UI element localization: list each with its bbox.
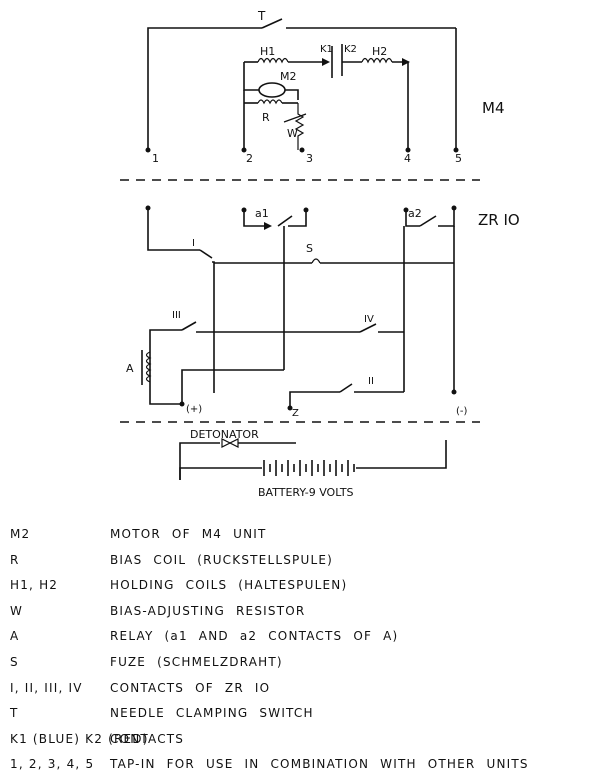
legend-row-m2: M2 MOTOR OF M4 UNIT	[10, 524, 585, 550]
legend-key: I, II, III, IV	[10, 680, 83, 695]
label-i: I	[192, 238, 195, 249]
coil-h1	[257, 57, 289, 64]
legend-row-s: S FUZE (SCHMELZDRAHT)	[10, 652, 585, 678]
relay-a	[145, 351, 152, 383]
wire-t-left	[147, 27, 262, 150]
contact-a1	[277, 215, 293, 227]
label-battery: BATTERY-9 VOLTS	[258, 486, 354, 499]
label-a: A	[126, 362, 134, 375]
terminal-label-2: 2	[246, 152, 253, 165]
legend-value: FUZE (SCHMELZDRAHT)	[110, 654, 283, 669]
legend-key: S	[10, 654, 19, 669]
detonator-battery: DETONATOR BATTERY-9 VOLTS	[179, 428, 447, 499]
terminal-label-5: 5	[455, 152, 462, 165]
motor-m2	[258, 82, 286, 98]
legend-row-contacts: I, II, III, IV CONTACTS OF ZR IO	[10, 678, 585, 704]
terminal-4	[405, 147, 411, 153]
label-k1: K1	[320, 44, 333, 55]
legend-row-a: A RELAY (a1 AND a2 CONTACTS OF A)	[10, 626, 585, 652]
label-a2: a2	[408, 207, 422, 220]
legend-value: HOLDING COILS (HALTESPULEN)	[110, 578, 348, 593]
legend-row-w: W BIAS-ADJUSTING RESISTOR	[10, 601, 585, 627]
legend-row-k1-k2: K1 (BLUE) K2 (RED) CONTACTS	[10, 729, 585, 755]
legend-key: K1 (BLUE) K2 (RED)	[10, 731, 149, 746]
legend-value: NEEDLE CLAMPING SWITCH	[110, 706, 314, 721]
legend-row-t: T NEEDLE CLAMPING SWITCH	[10, 703, 585, 729]
legend-key: T	[10, 706, 19, 721]
resistor-w	[294, 103, 305, 150]
terminal-label-4: 4	[404, 152, 411, 165]
terminal-5	[453, 147, 459, 153]
legend-key: 1, 2, 3, 4, 5	[10, 757, 95, 772]
legend-value: TAP-IN FOR USE IN COMBINATION WITH OTHER…	[110, 757, 529, 772]
label-detonator: DETONATOR	[190, 428, 259, 441]
legend-key: M2	[10, 527, 31, 541]
detonator-symbol	[221, 438, 232, 448]
contact-i	[199, 249, 213, 259]
legend-value: BIAS COIL (RUCKSTELLSPULE)	[110, 552, 334, 567]
label-s: S	[306, 242, 313, 255]
label-plus: (+)	[186, 404, 202, 415]
label-t: T	[257, 9, 266, 23]
wire-terminal-4	[392, 61, 409, 150]
label-w: W	[287, 127, 298, 140]
coil-r	[257, 99, 283, 105]
legend-row-taps: 1, 2, 3, 4, 5 TAP-IN FOR USE IN COMBINAT…	[10, 754, 585, 780]
terminal-2	[241, 147, 247, 153]
label-a1: a1	[255, 207, 269, 220]
contact-iv	[359, 323, 377, 333]
contact-iii	[181, 321, 197, 331]
legend-key: H1, H2	[10, 578, 59, 593]
m4-unit: T H1 K1 K2 H2 M2 R W	[145, 9, 505, 165]
label-ii: II	[368, 376, 374, 387]
label-m2: M2	[280, 70, 297, 83]
switch-t	[261, 18, 283, 29]
label-h1: H1	[260, 45, 275, 58]
terminal-label-3: 3	[306, 152, 313, 165]
legend-value: CONTACTS	[110, 731, 185, 746]
legend-value: BIAS-ADJUSTING RESISTOR	[110, 603, 306, 618]
label-k2: K2	[344, 44, 357, 55]
battery-symbol	[263, 460, 355, 476]
fuze-s	[311, 258, 321, 264]
label-z: Z	[292, 408, 299, 419]
legend-key: A	[10, 629, 20, 644]
legend-row-r: R BIAS COIL (RUCKSTELLSPULE)	[10, 550, 585, 576]
wiring-diagram: T H1 K1 K2 H2 M2 R W	[120, 9, 520, 499]
label-minus: (-)	[456, 406, 468, 417]
terminal-label-1: 1	[152, 152, 159, 165]
terminal-3	[299, 147, 305, 153]
legend: M2 MOTOR OF M4 UNIT R BIAS COIL (RUCKSTE…	[10, 524, 585, 780]
legend-row-h1-h2: H1, H2 HOLDING COILS (HALTESPULEN)	[10, 575, 585, 601]
contact-a2	[419, 215, 437, 227]
contact-ii	[339, 383, 353, 393]
arrow-k1	[322, 58, 330, 66]
unit-label-zr-io: ZR IO	[478, 211, 520, 229]
legend-value: RELAY (a1 AND a2 CONTACTS OF A)	[110, 629, 399, 644]
label-iii: III	[172, 310, 181, 321]
legend-key: R	[10, 552, 20, 567]
zr-io-unit: ZR IO I a1 a2 S III	[126, 205, 520, 419]
legend-value: CONTACTS OF ZR IO	[110, 680, 271, 695]
coil-h2	[361, 57, 393, 64]
terminal-1	[145, 147, 151, 153]
label-iv: IV	[364, 314, 374, 325]
label-r: R	[262, 111, 270, 124]
label-h2: H2	[372, 45, 387, 58]
legend-value: MOTOR OF M4 UNIT	[110, 527, 267, 541]
unit-label-m4: M4	[482, 99, 505, 117]
legend-key: W	[10, 603, 24, 618]
